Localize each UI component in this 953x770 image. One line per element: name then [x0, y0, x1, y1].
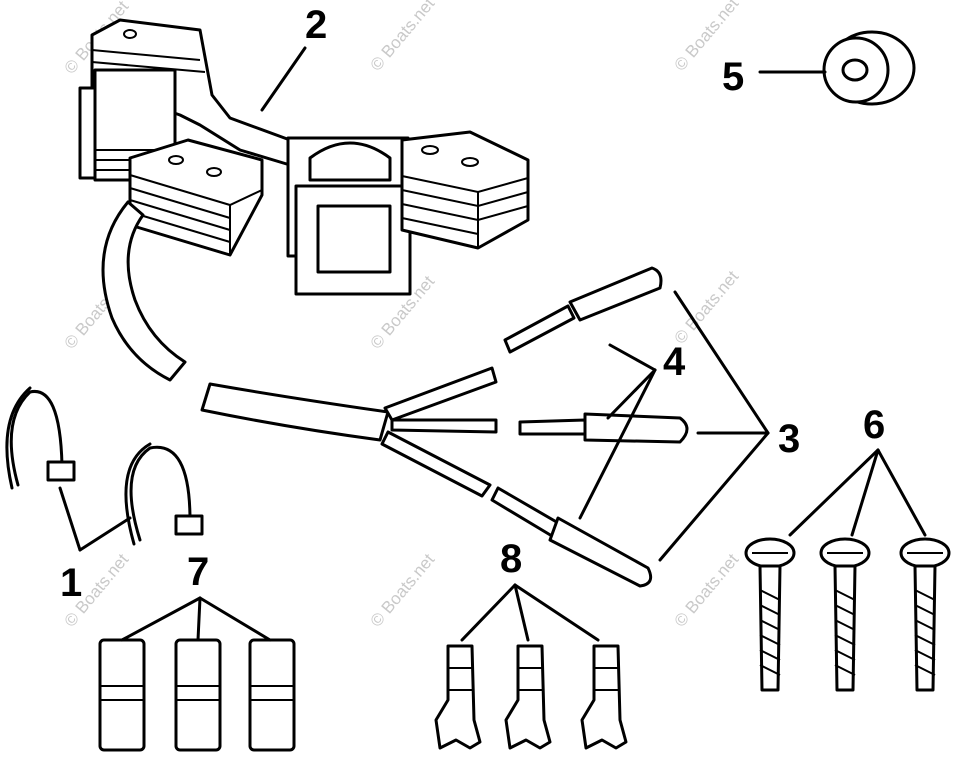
callout-1: 1: [60, 561, 82, 605]
callouts: 1 2 3 4 5 6 7 8: [60, 3, 885, 605]
screws: [744, 537, 951, 692]
leader-lines: [58, 46, 927, 642]
callout-4: 4: [663, 340, 686, 384]
watermark: © Boats.net: [367, 550, 439, 631]
watermark: © Boats.net: [671, 550, 743, 631]
grommet: [822, 30, 916, 106]
watermark: © Boats.net: [671, 267, 743, 348]
callout-7: 7: [187, 550, 209, 594]
terminals: [434, 644, 628, 750]
callout-6: 6: [863, 403, 885, 447]
terminal-leads: [490, 266, 689, 588]
connector-sleeves: [98, 638, 296, 752]
callout-3: 3: [778, 417, 800, 461]
watermark: © Boats.net: [367, 0, 439, 75]
callout-8: 8: [500, 537, 522, 581]
callout-5: 5: [722, 55, 744, 99]
charge-coil-assembly: [78, 18, 530, 498]
cable-ties: [5, 386, 204, 546]
callout-2: 2: [305, 3, 327, 47]
